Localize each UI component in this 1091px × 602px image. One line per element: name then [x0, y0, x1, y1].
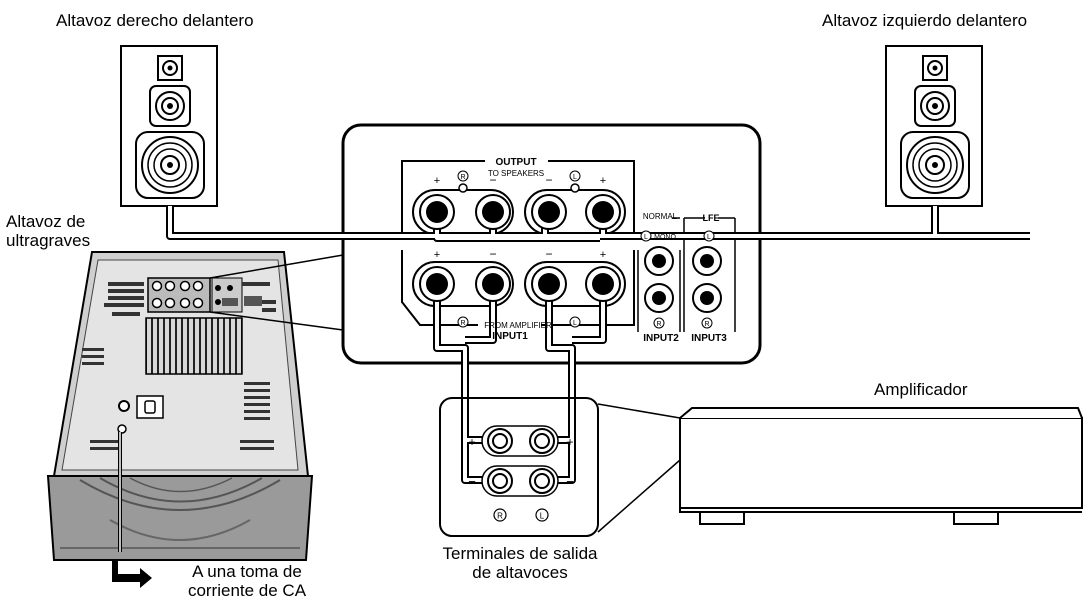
right-front-speaker [120, 45, 218, 207]
amp-r-mark-icon: R [493, 508, 507, 522]
lfe-label: LFE [703, 213, 720, 223]
output-minus-l: − [545, 173, 552, 187]
amp-terminals-label-line2: de altavoces [472, 563, 568, 582]
input1-plus-r: + [434, 249, 440, 261]
amplifier [679, 407, 1083, 525]
input2-label: INPUT2 [643, 333, 679, 344]
callout-line [209, 311, 344, 331]
from-amplifier-label: FROM AMPLIFIER [484, 321, 552, 330]
svg-text:R: R [656, 321, 661, 328]
ac-outlet-label-line2: corriente de CA [187, 581, 307, 600]
input1-knobs [419, 266, 621, 302]
subwoofer-label-line1: Altavoz de [6, 212, 86, 231]
output-l-mark-icon: L [569, 170, 581, 182]
output-r-mark-icon: R [457, 170, 469, 182]
svg-text:L: L [540, 512, 545, 521]
amplifier-terminal-box [439, 397, 599, 537]
input3-rca-jacks [692, 246, 722, 313]
input2-r-mark-icon: R [653, 317, 665, 329]
svg-text:R: R [704, 321, 709, 328]
right-front-speaker-label: Altavoz derecho delantero [56, 11, 254, 30]
callout-line [209, 254, 344, 279]
output-plus-l: + [600, 175, 606, 187]
ac-outlet-label-line1: A una toma de [192, 562, 302, 581]
amp-plus-r: + [468, 435, 475, 449]
input1-plus-l: + [600, 249, 606, 261]
input1-minus-l: − [545, 247, 552, 261]
subwoofer-label-line2: ultragraves [6, 231, 91, 250]
input1-label: INPUT1 [492, 331, 528, 342]
ac-arrow-icon [112, 560, 152, 588]
output-title: OUTPUT [495, 157, 536, 168]
svg-text:R: R [460, 320, 465, 327]
normal-label: NORMAL [643, 212, 678, 221]
svg-text:L: L [644, 234, 648, 241]
amp-minus-l: − [566, 474, 574, 489]
amp-l-mark-icon: L [535, 508, 549, 522]
left-front-speaker [885, 45, 983, 207]
amp-terminals-label-line1: Terminales de salida [442, 544, 598, 563]
callout-line [597, 403, 681, 419]
output-plus-r: + [434, 175, 440, 187]
input3-r-mark-icon: R [701, 317, 713, 329]
input3-label: INPUT3 [691, 333, 727, 344]
output-knobs [419, 194, 621, 230]
amplifier-label: Amplificador [874, 380, 968, 399]
output-minus-r: − [489, 173, 496, 187]
callout-line [597, 459, 681, 533]
svg-text:R: R [497, 512, 503, 521]
amp-plus-l: + [566, 435, 573, 449]
subwoofer [46, 251, 314, 561]
mono-label: MONO [654, 234, 676, 241]
svg-text:R: R [460, 174, 465, 181]
input1-l-mark-icon: L [569, 316, 581, 328]
to-speakers-label: TO SPEAKERS [488, 169, 544, 178]
input1-minus-r: − [489, 247, 496, 261]
input3-l-mark-icon: L [703, 230, 715, 242]
input2-l-mark-icon: L [640, 230, 652, 242]
svg-text:L: L [573, 320, 577, 327]
amp-minus-r: − [468, 474, 476, 489]
input2-rca-jacks [644, 246, 674, 313]
input1-r-mark-icon: R [457, 316, 469, 328]
left-front-speaker-label: Altavoz izquierdo delantero [822, 11, 1028, 30]
svg-text:L: L [707, 234, 711, 241]
svg-text:L: L [573, 174, 577, 181]
